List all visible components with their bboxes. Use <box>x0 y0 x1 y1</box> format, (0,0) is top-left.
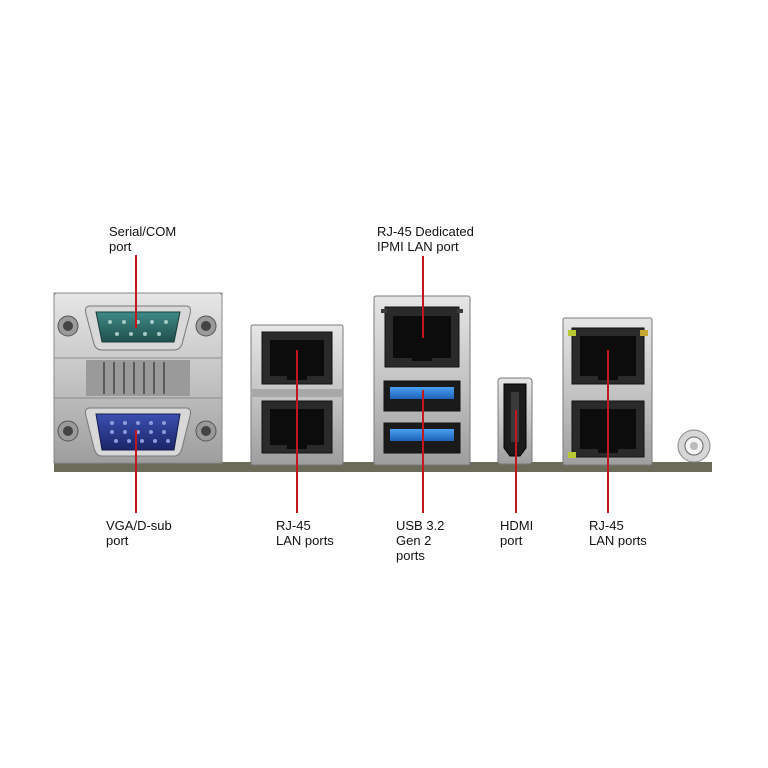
label-line: HDMI <box>500 518 534 533</box>
serial-com-port-label: Serial/COM port <box>109 224 176 254</box>
label-line: LAN ports <box>589 533 647 548</box>
label-line: RJ-45 <box>276 518 311 533</box>
rj45-lan-ports-left-label: RJ-45 LAN ports <box>276 518 334 548</box>
label-line: port <box>109 239 132 254</box>
label-line: RJ-45 Dedicated <box>377 224 474 239</box>
label-line: IPMI LAN port <box>377 239 459 254</box>
screw-post-icon <box>677 429 711 463</box>
rj45-jack-pair-left <box>250 324 344 466</box>
label-line: LAN ports <box>276 533 334 548</box>
usb-ports-label: USB 3.2 Gen 2 ports <box>396 518 444 563</box>
rj45-lan-ports-right-label: RJ-45 LAN ports <box>589 518 647 548</box>
label-line: ports <box>396 548 425 563</box>
led-indicator-icon <box>568 330 576 336</box>
led-indicator-icon <box>568 452 576 458</box>
ipmi-lan-port-label: RJ-45 Dedicated IPMI LAN port <box>377 224 474 254</box>
label-line: USB 3.2 <box>396 518 445 533</box>
hdmi-port-label: HDMI port <box>500 518 533 548</box>
vga-connector-icon <box>57 407 217 457</box>
label-line: VGA/D-sub <box>106 518 172 533</box>
label-line: port <box>106 533 129 548</box>
label-line: RJ-45 <box>589 518 624 533</box>
vga-port-label: VGA/D-sub port <box>106 518 172 548</box>
db9-serial-connector-icon <box>57 305 217 351</box>
label-line: port <box>500 533 523 548</box>
label-line: Serial/COM <box>109 224 177 239</box>
board-edge <box>54 462 712 472</box>
label-line: Gen 2 <box>396 533 432 548</box>
